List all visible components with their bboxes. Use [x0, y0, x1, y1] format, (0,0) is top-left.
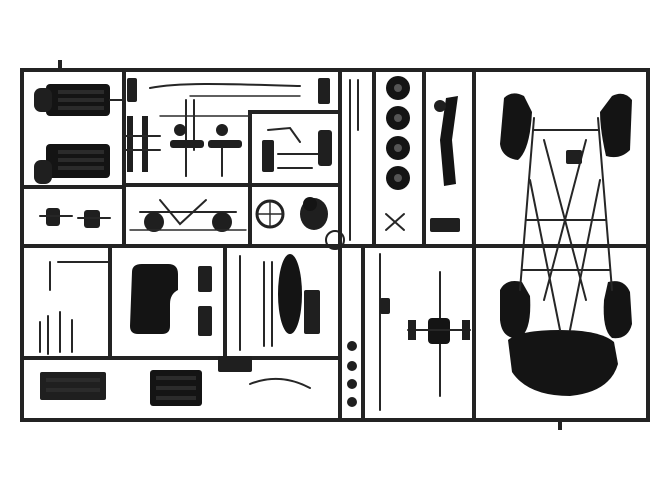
steering-wheel [255, 197, 345, 250]
tires [385, 76, 410, 231]
sprue-frame [20, 60, 650, 430]
steering-parts [262, 126, 332, 172]
middle-parts [198, 255, 311, 389]
rods-top [149, 78, 330, 177]
chassis [500, 93, 632, 396]
rear-axle [380, 271, 471, 397]
seat [130, 264, 178, 334]
pedal-part [430, 96, 460, 232]
small-vertical-parts [347, 79, 381, 411]
radiator [150, 370, 202, 406]
engine-block-lower [34, 144, 110, 184]
engine-block-upper [34, 84, 125, 116]
front-axle [129, 199, 247, 232]
brackets-left [39, 261, 109, 400]
small-parts-left [123, 78, 161, 172]
suspension-parts [159, 115, 251, 177]
small-parts-row [39, 208, 111, 228]
leaf-spring [278, 254, 320, 334]
